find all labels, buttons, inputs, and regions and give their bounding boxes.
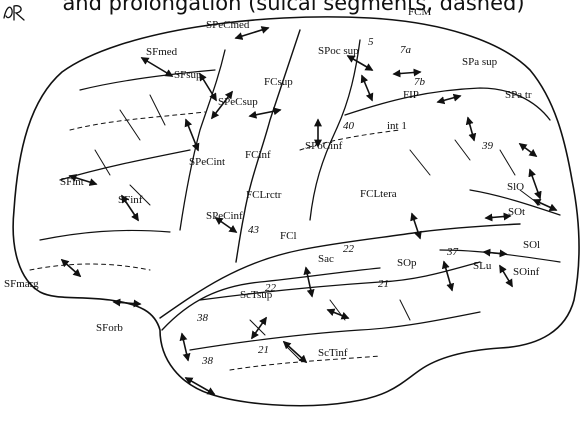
label-sac: Sac [318,254,334,265]
label-fc-sup: FCsup [264,77,293,88]
label-spe-cint: SPeCint [189,157,225,168]
label-sot: SOt [508,207,525,218]
inferior-temporal-sulcus [190,312,480,350]
label-spoc-sup: SPoc sup [318,46,359,57]
label-sf-inf: SFinf [118,195,142,206]
frontal-orbit [40,230,170,240]
area-43: 43 [248,225,259,236]
frontal-dash [70,112,205,130]
label-sctinf: ScTinf [318,348,348,359]
area-38-a: 38 [197,313,208,324]
label-fcl-tera: FCLtera [360,189,397,200]
label-sf-med: SFmed [146,47,177,58]
label-fip: FIP [403,90,419,101]
label-sf-int: SFint [60,177,84,188]
label-int1: int 1 [387,121,407,132]
area-37: 37 [447,247,458,258]
area-22-b: 22 [265,283,276,294]
frontal-marg [30,264,150,270]
label-fcl-rctr: FCLrctr [246,190,281,201]
artist-signature-icon [0,0,30,24]
label-fcm: FCM [408,7,431,18]
label-soinf: SOinf [513,267,539,278]
sylvian-fissure [160,224,520,318]
area-39: 39 [482,141,493,152]
label-sf-marg: SFmarg [4,279,39,290]
label-spo-cinf: SPoCinf [305,141,342,152]
area-22-a: 22 [343,244,354,255]
area-7a: 7a [400,45,411,56]
label-spa-sup: SPa sup [462,57,497,68]
area-7b: 7b [414,77,425,88]
label-sf-orb: SForb [96,323,123,334]
area-5: 5 [368,37,374,48]
area-21-a: 21 [378,279,389,290]
sulcal-arrows [62,28,556,394]
area-21-b: 21 [258,345,269,356]
label-spa-tr: SPa tr [505,90,532,101]
central-sulcus [236,30,300,262]
temporal-dash [230,356,380,370]
area-40: 40 [343,121,354,132]
label-spe-cinf: SPeCinf [206,211,243,222]
occipital-lower [440,250,560,262]
label-spe-csup: SPeCsup [218,97,258,108]
label-slo: SlO [507,182,524,193]
label-sf-sup: SFsup [174,70,202,81]
area-38-b: 38 [202,356,213,367]
label-sol: SOl [523,240,540,251]
brain-outline [13,17,579,406]
label-fc-inf: FCinf [245,150,271,161]
label-sop: SOp [397,258,417,269]
label-slu: SLu [473,261,491,272]
label-spe-cmed: SPeCmed [206,20,249,31]
label-fcl: FCl [280,231,297,242]
